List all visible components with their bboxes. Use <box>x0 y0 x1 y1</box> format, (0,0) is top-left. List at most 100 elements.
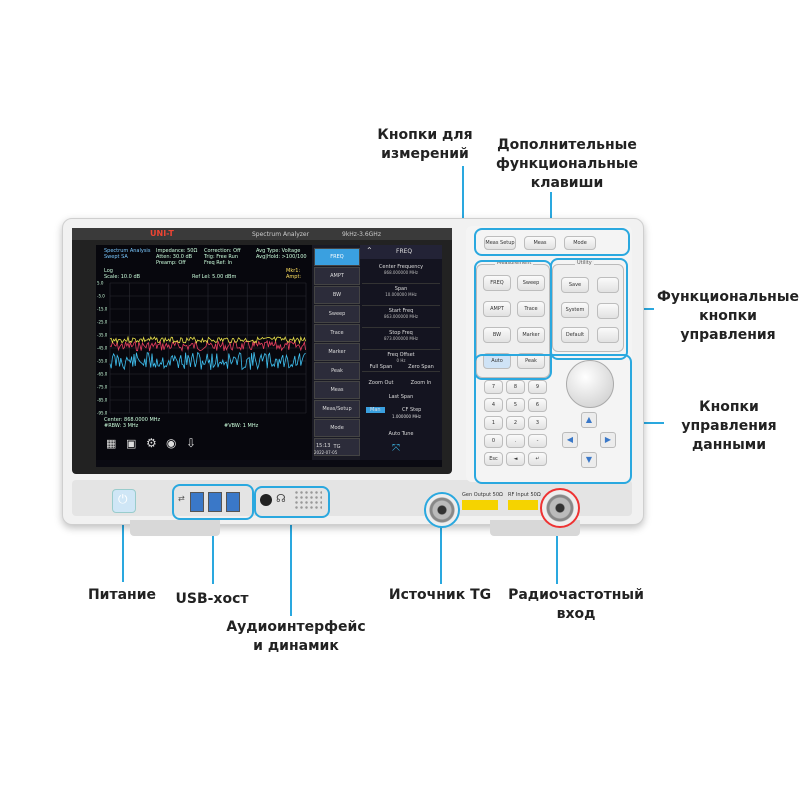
cf-step-label: CF Step <box>402 407 422 413</box>
audio-jack[interactable] <box>260 494 272 506</box>
tg-output-connector[interactable] <box>424 492 460 528</box>
leader-power <box>122 508 124 582</box>
lcd-screen[interactable]: Spectrum Analysis Swept SA Impedance: 50… <box>96 245 442 467</box>
measure-key-peak[interactable]: Peak <box>517 353 545 369</box>
usb-port-2[interactable] <box>208 492 222 512</box>
download-icon[interactable]: ⇩ <box>186 436 197 450</box>
chevron-up-icon[interactable]: ⌃ <box>366 246 373 255</box>
header-correction: Correction: Off <box>204 248 241 254</box>
menu-item-trace[interactable]: Trace <box>314 324 360 342</box>
numpad-key-1[interactable]: 8 <box>506 380 525 394</box>
utility-blank-key-1[interactable] <box>597 277 619 293</box>
arrow-down-button[interactable]: ▼ <box>581 452 597 468</box>
span-button-zoom-out[interactable]: Zoom Out <box>368 380 394 386</box>
numpad-key-14[interactable]: ↵ <box>528 452 547 466</box>
cf-step[interactable]: Man CF Step 1.000000 MHz <box>362 405 440 425</box>
measure-key-bw[interactable]: BW <box>483 327 511 343</box>
utility-blank-key-3[interactable] <box>597 327 619 343</box>
y-tick-label: -5.0 <box>97 294 105 299</box>
y-tick-label: -15.0 <box>97 307 108 312</box>
top-key-meas[interactable]: Meas <box>524 236 556 250</box>
utility-blank-key-2[interactable] <box>597 303 619 319</box>
top-key-mode[interactable]: Mode <box>564 236 596 250</box>
utility-key-default[interactable]: Default <box>561 327 589 343</box>
menu-item-mode[interactable]: Mode <box>314 419 360 437</box>
usb-port-1[interactable] <box>190 492 204 512</box>
numpad-key-7[interactable]: 2 <box>506 416 525 430</box>
arrow-up-button[interactable]: ▲ <box>581 412 597 428</box>
fullscreen-icon[interactable]: ⤧ <box>392 443 400 454</box>
usb-icon: ⇄ <box>178 494 185 503</box>
header-avg-hold: Avg|Hold: >100/100 <box>256 254 307 260</box>
menu-item-freq[interactable]: FREQ <box>314 248 360 266</box>
header-freq-ref: Freq Ref: In <box>204 260 233 266</box>
center-freq: Center: 868.0000 MHz <box>104 417 161 423</box>
span-button-zero-span[interactable]: Zero Span <box>408 364 434 370</box>
measurement-title: Measurement <box>495 260 534 266</box>
rotary-knob[interactable] <box>566 360 614 408</box>
rf-input-label: RF Input 50Ω <box>508 492 541 498</box>
measure-key-ampt[interactable]: AMPT <box>483 301 511 317</box>
menu-item-tg[interactable]: TG <box>314 438 360 456</box>
browser-icon[interactable]: ◉ <box>166 436 177 450</box>
menu-item-meas[interactable]: Meas <box>314 381 360 399</box>
header-atten: Atten: 30.0 dB <box>156 254 193 260</box>
menu-item-marker[interactable]: Marker <box>314 343 360 361</box>
span-button-zoom-in[interactable]: Zoom In <box>410 380 432 386</box>
vbw-label: #VBW: 1 MHz <box>224 423 259 429</box>
measure-key-sweep[interactable]: Sweep <box>517 275 545 291</box>
top-key-meas-setup[interactable]: Meas Setup <box>484 236 516 250</box>
numpad-key-5[interactable]: 6 <box>528 398 547 412</box>
numpad-key-9[interactable]: 0 <box>484 434 503 448</box>
menu-item-meas-setup[interactable]: Meas/Setup <box>314 400 360 418</box>
numpad-key-13[interactable]: ◄ <box>506 452 525 466</box>
measure-key-freq[interactable]: FREQ <box>483 275 511 291</box>
arrow-right-button[interactable]: ▶ <box>600 432 616 448</box>
y-tick-label: -95.0 <box>97 411 108 416</box>
trace-red <box>109 339 306 353</box>
measure-key-auto[interactable]: Auto <box>483 353 511 369</box>
numpad-key-3[interactable]: 4 <box>484 398 503 412</box>
numpad-key-10[interactable]: . <box>506 434 525 448</box>
y-tick-label: -35.0 <box>97 333 108 338</box>
ampt-label: Ampt: <box>286 274 302 280</box>
softkey-label: Span <box>394 286 408 292</box>
trace-yellow <box>109 335 306 345</box>
numpad-key-4[interactable]: 5 <box>506 398 525 412</box>
leader-audio <box>290 512 292 616</box>
numpad-key-8[interactable]: 3 <box>528 416 547 430</box>
menu-item-ampt[interactable]: AMPT <box>314 267 360 285</box>
utility-key-system[interactable]: System <box>561 302 589 318</box>
menu-item-bw[interactable]: BW <box>314 286 360 304</box>
leader-extra <box>550 192 552 228</box>
numpad-key-6[interactable]: 1 <box>484 416 503 430</box>
arrow-left-button[interactable]: ◀ <box>562 432 578 448</box>
measure-key-trace[interactable]: Trace <box>517 301 545 317</box>
copy-icon[interactable]: ▣ <box>126 437 137 450</box>
freq-range: 9kHz-3.6GHz <box>342 231 381 238</box>
utility-key-save[interactable]: Save <box>561 277 589 293</box>
auto-tune-button[interactable]: Auto Tune <box>362 427 440 441</box>
folder-icon[interactable]: ▦ <box>106 437 117 450</box>
span-button-last-span[interactable]: Last Span <box>388 394 414 400</box>
span-button-full-span[interactable]: Full Span <box>369 364 393 370</box>
numpad-key-12[interactable]: Esc <box>484 452 503 466</box>
power-button[interactable]: ⏻ <box>112 489 136 513</box>
y-tick-label: -65.0 <box>97 372 108 377</box>
rf-input-connector[interactable] <box>540 488 580 528</box>
settings-icon[interactable]: ⚙ <box>146 436 157 450</box>
menu-item-peak[interactable]: Peak <box>314 362 360 380</box>
numpad-key-2[interactable]: 9 <box>528 380 547 394</box>
measure-key-marker[interactable]: Marker <box>517 327 545 343</box>
menu-item-sweep[interactable]: Sweep <box>314 305 360 323</box>
numpad-key-0[interactable]: 7 <box>484 380 503 394</box>
usb-port-3[interactable] <box>226 492 240 512</box>
numpad-key-11[interactable]: - <box>528 434 547 448</box>
header-trig: Trig: Free Run <box>204 254 238 260</box>
speaker-grille <box>294 490 322 510</box>
